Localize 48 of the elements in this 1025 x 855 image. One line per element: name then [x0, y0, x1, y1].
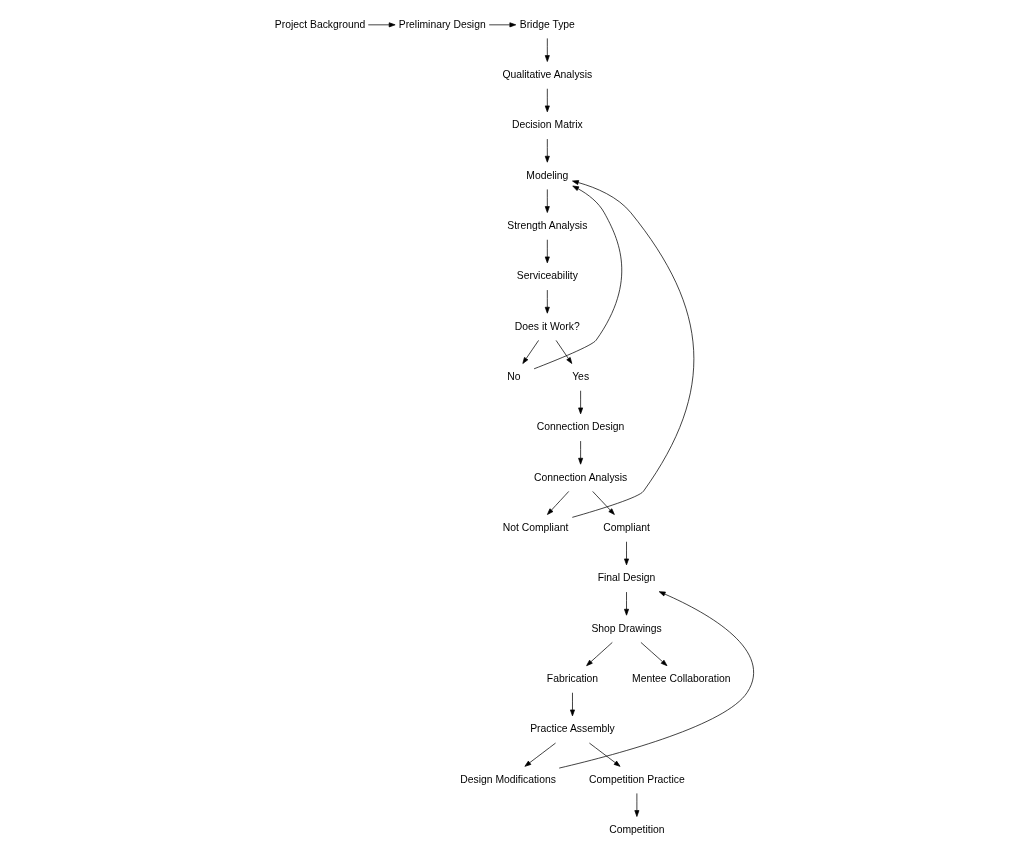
arrow: [524, 742, 556, 767]
node-text: Strength Analysis: [506, 219, 587, 231]
node-text: Design Modifications: [459, 773, 556, 785]
arrow: [544, 38, 550, 62]
node-text: Serviceability: [516, 270, 578, 282]
node-text: Preliminary Design: [398, 18, 486, 30]
arrow: [555, 340, 572, 364]
node-text: Competition Practice: [588, 773, 685, 785]
node-text: Connection Design: [536, 421, 624, 433]
arrow: [588, 742, 620, 767]
node-text: Decision Matrix: [511, 119, 583, 131]
node-text: Bridge Type: [519, 18, 575, 30]
node-text: Competition: [608, 823, 665, 835]
node-text: Compliant: [602, 521, 650, 533]
arrow: [558, 591, 754, 769]
arrow: [591, 491, 615, 515]
node-text: Connection Analysis: [533, 471, 627, 483]
arrow: [488, 22, 516, 28]
arrow: [521, 340, 539, 364]
node-text: Mentee Collaboration: [631, 672, 731, 684]
arrow: [544, 138, 550, 163]
arrow: [633, 793, 639, 817]
node-text: Yes: [571, 370, 589, 382]
arrow: [623, 591, 629, 616]
node-text: Qualitative Analysis: [501, 68, 592, 80]
node-text: Fabrication: [546, 672, 598, 684]
arrow: [640, 642, 667, 667]
arrow: [571, 180, 694, 518]
node-text: Practice Assembly: [529, 723, 615, 735]
arrow: [623, 541, 629, 566]
node-text: Shop Drawings: [590, 622, 662, 634]
node-text: Does it Work?: [514, 320, 580, 332]
node-text: Final Design: [597, 572, 655, 584]
arrow: [544, 189, 550, 213]
arrow: [577, 440, 583, 465]
arrow: [367, 22, 395, 28]
arrow: [569, 692, 575, 717]
node-text: Not Compliant: [502, 521, 568, 533]
arrow: [585, 642, 613, 667]
arrow: [544, 88, 550, 113]
arrow: [544, 289, 550, 314]
arrow: [546, 491, 569, 515]
node-text: Modeling: [525, 169, 568, 181]
node-text: No: [506, 370, 521, 382]
arrow: [533, 185, 622, 370]
arrow: [544, 239, 550, 264]
arrow: [577, 390, 583, 415]
node-text: Project Background: [274, 18, 365, 30]
